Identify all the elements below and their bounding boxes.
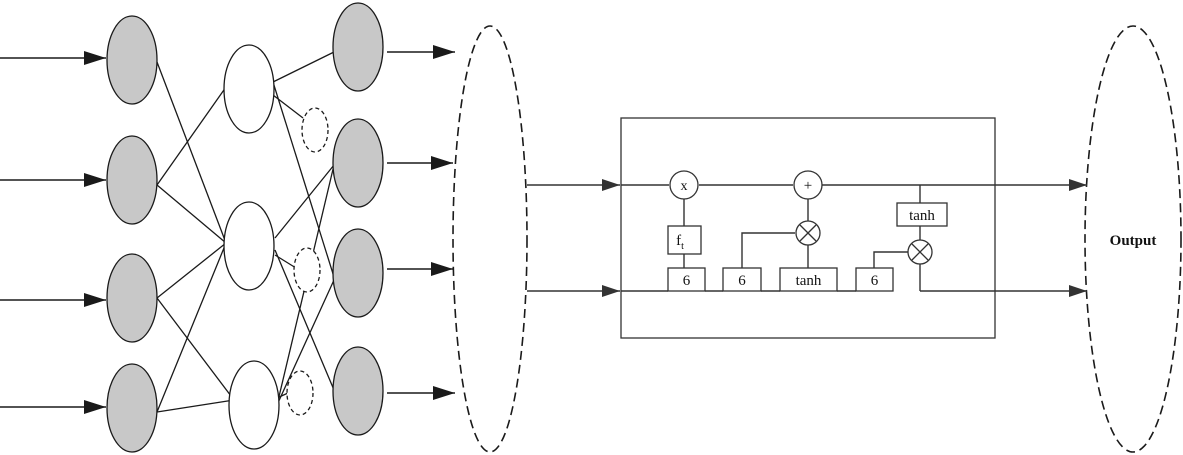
box-6-a xyxy=(667,267,706,292)
dropout-nodes xyxy=(286,107,329,416)
output-node-4 xyxy=(332,346,384,436)
input-node-3 xyxy=(106,253,158,343)
output-node-1 xyxy=(332,2,384,92)
output-ellipse xyxy=(1084,25,1182,453)
hidden-node-1 xyxy=(223,44,275,134)
box-6-b-label: 6 xyxy=(738,273,746,289)
box-6-a-label: 6 xyxy=(683,273,691,289)
network-edges xyxy=(156,51,335,413)
dropout-node-3 xyxy=(286,370,314,416)
hidden-node-2 xyxy=(223,201,275,291)
output-arrows xyxy=(387,45,455,400)
dropout-node-2 xyxy=(293,247,321,293)
box-tanh-mid-label: tanh xyxy=(796,273,822,289)
input-node-1 xyxy=(106,15,158,105)
feature-group-ellipse xyxy=(452,25,528,453)
cell-input-arrows xyxy=(527,179,620,297)
input-node-4 xyxy=(106,363,158,453)
box-6-c-label: 6 xyxy=(871,273,879,289)
hidden-node-3 xyxy=(228,360,280,450)
box-tanh-mid xyxy=(779,267,838,292)
forget-gate-box xyxy=(667,225,702,255)
box-tanh-top-label: tanh xyxy=(909,208,935,224)
input-arrows xyxy=(0,51,106,414)
add-symbol: + xyxy=(804,178,812,194)
hidden-layer xyxy=(223,44,280,450)
lstm-cell-lines xyxy=(621,184,995,292)
add-op xyxy=(793,170,823,200)
cross-glyphs xyxy=(799,224,929,261)
output-node-3 xyxy=(332,228,384,318)
dropout-node-1 xyxy=(301,107,329,153)
output-node-2 xyxy=(332,118,384,208)
forget-gate-label: ft xyxy=(676,233,684,252)
box-6-b xyxy=(722,267,762,292)
multiply-op-forget xyxy=(669,170,699,200)
box-6-c xyxy=(855,267,894,292)
cell-output-arrows xyxy=(995,179,1087,297)
input-node-2 xyxy=(106,135,158,225)
gate-boxes xyxy=(667,202,948,292)
multiply-symbol: x xyxy=(681,179,688,194)
input-layer xyxy=(106,15,158,453)
lstm-cell-box xyxy=(620,117,996,339)
output-layer xyxy=(332,2,384,436)
output-label: Output xyxy=(1110,233,1157,249)
box-tanh-top xyxy=(896,202,948,227)
